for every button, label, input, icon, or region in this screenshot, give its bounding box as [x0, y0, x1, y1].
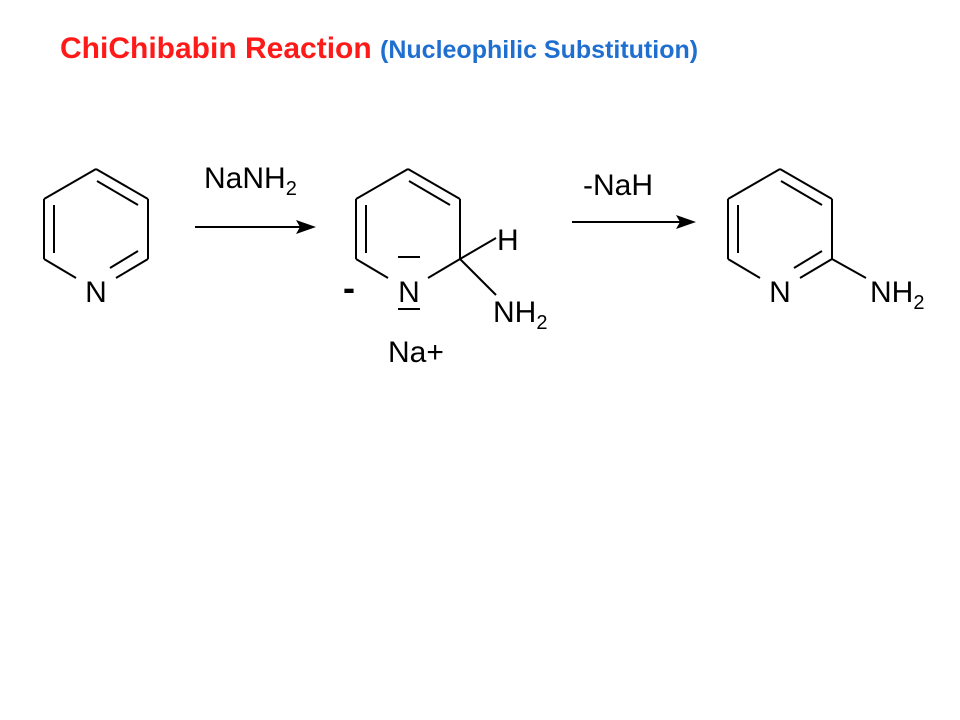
product-bond	[727, 168, 781, 200]
product-bond	[779, 168, 833, 200]
intermediate-nh2-subscript: 2	[536, 312, 547, 334]
intermediate-h-label: H	[497, 224, 519, 257]
pyridine-bond	[43, 258, 77, 279]
intermediate-c-nh2-bond	[459, 258, 497, 296]
intermediate-double-bond	[408, 180, 451, 206]
product-n-label: N	[769, 276, 791, 309]
product-c-nh2-bond	[831, 258, 867, 279]
pyridine-structure	[43, 168, 149, 279]
pyridine-double-bond	[96, 180, 139, 206]
intermediate-nh2-label: NH2	[493, 296, 547, 334]
intermediate-bond	[355, 168, 409, 200]
product-double-bond	[793, 250, 823, 269]
product-bond	[727, 258, 761, 279]
title-main: ChiChibabin Reaction	[60, 32, 372, 65]
reaction-arrow-2	[572, 215, 696, 229]
pyridine-bond	[115, 258, 149, 279]
sodium-counterion: Na+	[388, 336, 444, 369]
reagent-nanh2-subscript: 2	[286, 178, 297, 200]
product-nh2-label: NH2	[870, 276, 924, 314]
pyridine-n-label: N	[85, 276, 107, 309]
pyridine-double-bond	[109, 250, 139, 269]
product-structure	[727, 168, 867, 279]
intermediate-bond	[355, 258, 389, 279]
pyridine-bond	[43, 168, 97, 200]
product-nh2-subscript: 2	[913, 292, 924, 314]
reagent-nanh2: NaNH2	[204, 162, 297, 200]
negative-charge: -	[343, 267, 355, 308]
reagent-nanh2-base: NaNH	[204, 162, 286, 195]
reaction-arrow-1	[195, 220, 316, 234]
pyridine-bond	[95, 168, 149, 200]
page-title: ChiChibabin Reaction (Nucleophilic Subst…	[60, 32, 698, 66]
intermediate-c-h-bond	[459, 237, 497, 260]
title-subtitle: (Nucleophilic Substitution)	[380, 36, 699, 64]
intermediate-bond	[427, 258, 461, 279]
intermediate-nh2-base: NH	[493, 296, 536, 329]
intermediate-structure	[355, 168, 497, 310]
product-nh2-base: NH	[870, 276, 913, 309]
intermediate-bond	[407, 168, 461, 200]
reagent-minus-nah: -NaH	[583, 169, 653, 202]
product-double-bond	[780, 180, 823, 206]
intermediate-n-label: N	[398, 276, 420, 309]
product-bond	[799, 258, 833, 279]
